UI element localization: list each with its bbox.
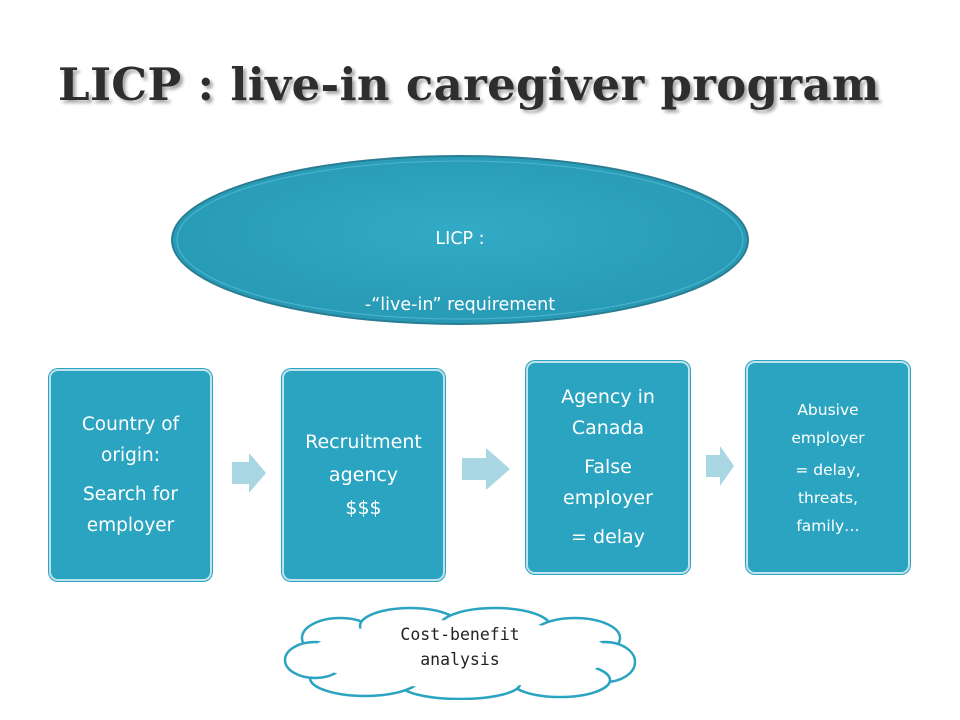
step-3-line-5: = delay	[571, 526, 645, 548]
step-3-line-2: Canada	[571, 417, 645, 439]
cost-benefit-cloud: Cost-benefit analysis	[280, 604, 640, 700]
step-3-line-1: Agency in	[561, 386, 655, 408]
step-2-line-3: $$$	[345, 496, 382, 519]
step-1-line-4: employer	[86, 515, 175, 536]
step-country-of-origin: Country of origin: Search for employer	[49, 369, 212, 581]
licp-summary-oval: LICP : -“live-in” requirement - restrict…	[168, 152, 752, 447]
step-agency-in-canada: Agency in Canada False employer = delay	[526, 361, 690, 574]
oval-line-title: LICP :	[435, 229, 485, 249]
step-4-line-4: threats,	[797, 488, 859, 507]
step-4-line-2: employer	[791, 428, 865, 447]
arrow-right-icon	[462, 448, 510, 490]
step-recruitment-agency: Recruitment agency $$$	[282, 369, 445, 581]
cloud-shape	[283, 606, 637, 700]
step-4-line-3: = delay,	[795, 460, 861, 479]
cloud-line-1: Cost-benefit	[400, 625, 520, 644]
step-abusive-employer: Abusive employer = delay, threats, famil…	[746, 361, 910, 574]
step-1-line-2: origin:	[101, 445, 160, 466]
step-1-line-1: Country of	[81, 414, 180, 435]
arrow-right-icon	[232, 453, 266, 493]
cloud-text: Cost-benefit analysis	[340, 622, 580, 672]
step-4-line-5: family…	[796, 516, 860, 535]
step-3-line-3: False	[584, 456, 632, 478]
step-2-line-2: agency	[328, 463, 399, 486]
step-4-line-1: Abusive	[797, 400, 859, 419]
oval-shape	[171, 155, 749, 325]
cloud-line-2: analysis	[420, 650, 500, 669]
step-2-line-1: Recruitment	[305, 430, 422, 453]
step-3-line-4: employer	[563, 487, 653, 509]
page-title: LICP : live-in caregiver program	[58, 58, 880, 111]
oval-line-live-in: -“live-in” requirement	[364, 295, 556, 315]
arrow-right-icon	[706, 446, 734, 486]
step-1-line-3: Search for	[83, 484, 178, 505]
